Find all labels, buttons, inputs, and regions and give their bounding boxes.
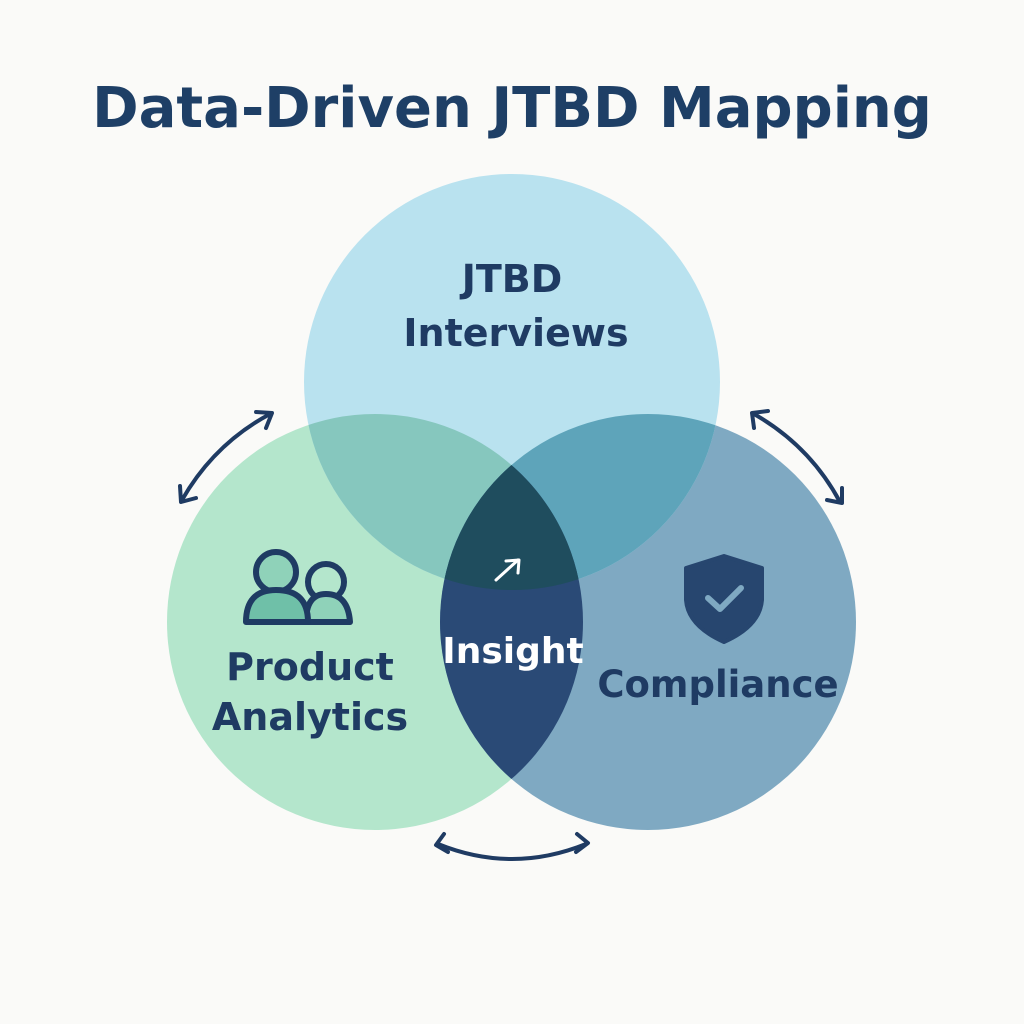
double-arrow-left xyxy=(178,410,274,504)
left-circle-label-line1: Product xyxy=(226,645,394,689)
center-label: Insight xyxy=(442,631,583,672)
double-arrow-right xyxy=(750,409,844,505)
shield-check-icon xyxy=(684,554,764,644)
overlap-center xyxy=(440,414,583,590)
page-title: Data-Driven JTBD Mapping xyxy=(92,76,932,141)
top-circle-label-line1: JTBD xyxy=(459,257,563,301)
top-circle-label-line2: Interviews xyxy=(403,311,628,355)
right-circle-label: Compliance xyxy=(597,663,838,706)
arrow-up-right-icon xyxy=(494,558,521,582)
double-arrow-bottom xyxy=(434,832,590,861)
users-icon xyxy=(243,549,353,625)
left-circle-label-line2: Analytics xyxy=(212,695,408,739)
